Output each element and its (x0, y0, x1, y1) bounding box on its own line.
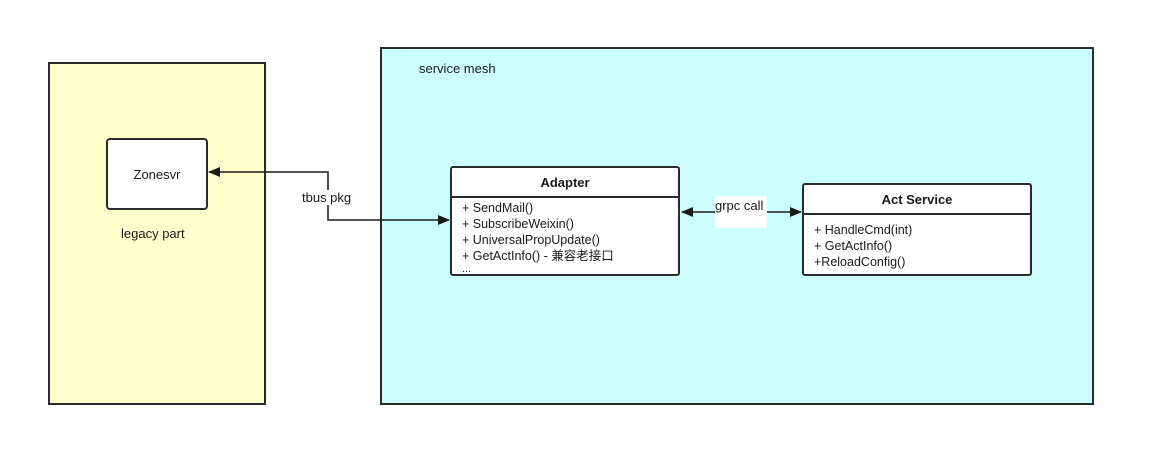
act-service-method: + HandleCmd(int) (814, 223, 913, 237)
act-service-method: + GetActInfo() (814, 239, 893, 253)
adapter-method: + SubscribeWeixin() (462, 217, 574, 231)
adapter-class-box[interactable]: Adapter + SendMail() + SubscribeWeixin()… (450, 166, 680, 276)
legacy-part-label: legacy part (121, 226, 185, 241)
service-mesh-label: service mesh (419, 61, 496, 76)
adapter-method: + SendMail() (462, 201, 534, 215)
adapter-methods: + SendMail() + SubscribeWeixin() + Unive… (452, 198, 678, 275)
zonesvr-label: Zonesvr (133, 166, 181, 182)
adapter-method: + GetActInfo() - 兼容老接口 (462, 249, 614, 263)
legacy-region (48, 62, 266, 405)
adapter-method: + UniversalPropUpdate() (462, 233, 600, 247)
grpc-label-background (715, 196, 767, 228)
act-service-methods: + HandleCmd(int) + GetActInfo() +ReloadC… (804, 215, 1030, 270)
act-service-title: Act Service (804, 185, 1030, 215)
adapter-title: Adapter (452, 168, 678, 198)
act-service-class-box[interactable]: Act Service + HandleCmd(int) + GetActInf… (802, 183, 1032, 276)
act-service-method: +ReloadConfig() (814, 255, 906, 269)
tbus-pkg-label: tbus pkg (300, 190, 354, 205)
zonesvr-node[interactable]: Zonesvr (106, 138, 208, 210)
grpc-call-label: grpc call (715, 198, 764, 213)
adapter-method: ... (462, 263, 472, 275)
